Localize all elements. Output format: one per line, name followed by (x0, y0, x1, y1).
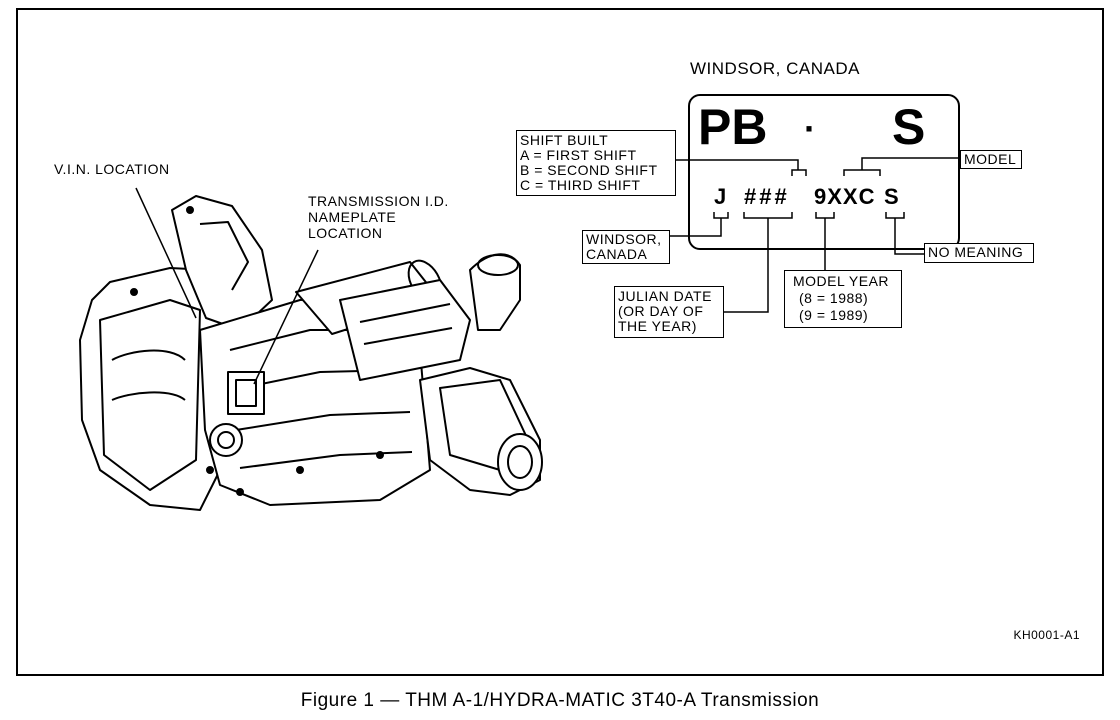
windsor-box: WINDSOR, CANADA (582, 230, 670, 264)
plate-code-s-top: S (892, 99, 926, 155)
shift-built-title: SHIFT BUILT (520, 132, 609, 148)
julian-date-box: JULIAN DATE (OR DAY OF THE YEAR) (614, 286, 724, 338)
shift-built-a: A = FIRST SHIFT (520, 147, 637, 163)
figure-caption: Figure 1 — THM A-1/HYDRA-MATIC 3T40-A Tr… (300, 690, 820, 711)
vin-location-label: V.I.N. LOCATION (54, 161, 170, 177)
model-year-9: (9 = 1989) (799, 307, 869, 323)
nameplate-location-label-3: LOCATION (308, 225, 383, 241)
plate-code-model: 9XXC (814, 184, 876, 209)
nameplate-location-label-1: TRANSMISSION I.D. (308, 193, 449, 209)
windsor-line-2: CANADA (586, 246, 648, 262)
model-box: MODEL (960, 150, 1022, 169)
shift-built-box: SHIFT BUILT A = FIRST SHIFT B = SECOND S… (516, 130, 676, 196)
no-meaning-box: NO MEANING (924, 243, 1034, 263)
plate-code-hash: ### (744, 184, 790, 209)
plate-code-j: J (714, 184, 730, 209)
model-year-title: MODEL YEAR (793, 273, 890, 289)
shift-built-c: C = THIRD SHIFT (520, 177, 641, 193)
plate-code-s: S (884, 184, 902, 209)
model-year-box: MODEL YEAR (8 = 1988) (9 = 1989) (784, 270, 902, 328)
nameplate-location-label-2: NAMEPLATE (308, 209, 397, 225)
julian-line-1: JULIAN DATE (618, 288, 712, 304)
shift-built-b: B = SECOND SHIFT (520, 162, 658, 178)
plate-separator-dot: · (804, 108, 816, 149)
plate-code-pb: PB (698, 99, 768, 155)
plate-heading: WINDSOR, CANADA (690, 59, 860, 78)
windsor-line-1: WINDSOR, (586, 231, 662, 247)
figure-frame (16, 8, 1104, 676)
id-nameplate (688, 94, 960, 250)
figure-reference-code: KH0001-A1 (1013, 628, 1080, 642)
model-year-8: (8 = 1988) (799, 290, 869, 306)
model-label: MODEL (964, 151, 1017, 167)
julian-line-2: (OR DAY OF (618, 303, 704, 319)
no-meaning-label: NO MEANING (928, 244, 1024, 260)
julian-line-3: THE YEAR) (618, 318, 697, 334)
